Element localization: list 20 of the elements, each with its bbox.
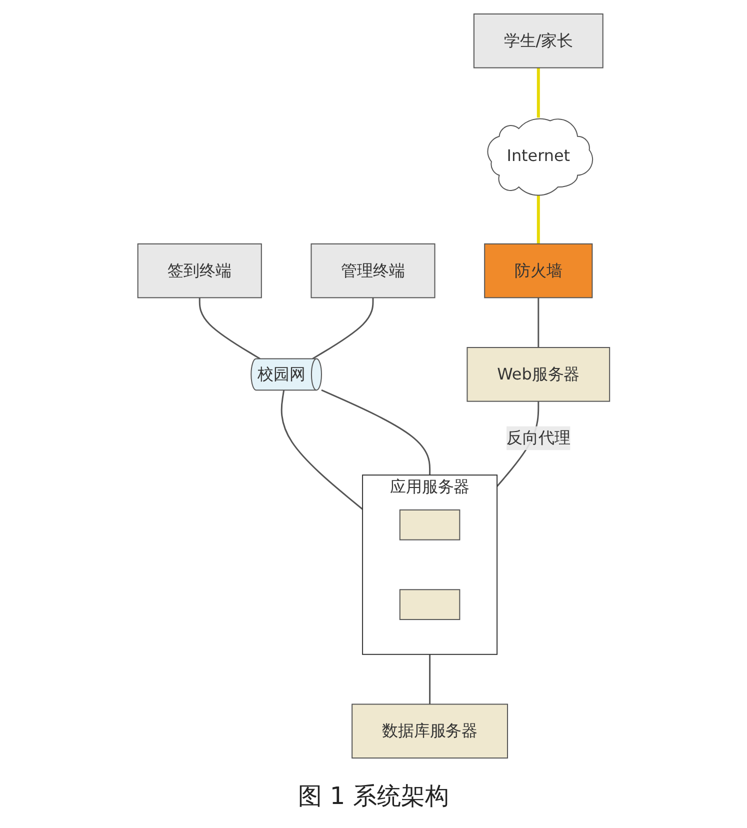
connector [198,298,260,360]
figure-caption: 图 1 系统架构 [298,781,449,812]
node-box: 防火墙 [484,243,592,298]
cluster: 应用服务器 [362,474,498,655]
node-text: 校园网 [257,364,305,384]
connector [312,298,374,360]
edge-label: 反向代理 [506,428,570,448]
node-box [399,589,460,620]
node-box [399,509,460,540]
node-box: Web服务器 [466,347,610,402]
node-box: 学生/家长 [473,13,604,68]
connector [428,654,430,704]
connector [320,389,430,476]
node-box: 签到终端 [137,243,262,298]
connector [280,390,363,510]
connector [536,68,540,118]
connector [536,194,540,244]
connector [537,298,539,348]
node-box: 管理终端 [310,243,436,298]
node-box: 数据库服务器 [351,704,508,759]
